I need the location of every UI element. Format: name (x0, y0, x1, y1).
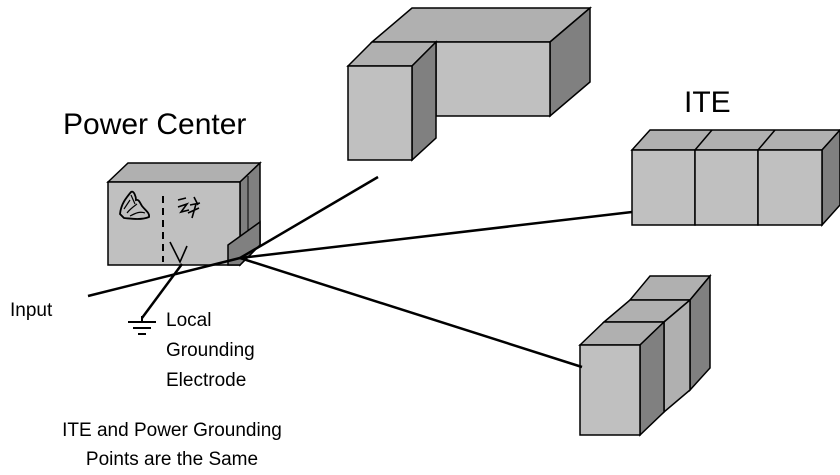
ground-conductor (140, 263, 184, 319)
transformer-winding-icon (169, 196, 201, 264)
cable-to-right-rack (239, 210, 633, 260)
caption-line-1: ITE and Power Grounding (62, 420, 282, 441)
power-center-unit (106, 161, 262, 267)
rack-right-module-1 (631, 149, 696, 226)
ite-cabinet-top (346, 6, 593, 162)
power-center-top (106, 162, 262, 183)
input-line (87, 256, 241, 298)
wiring (87, 175, 633, 369)
cable-to-bottom-stack (239, 256, 583, 369)
local-electrode-label-line-2: Grounding (166, 340, 255, 361)
rack-right-top (630, 129, 840, 151)
cabinet-top-rear-front (435, 41, 551, 117)
stack-front-face (579, 344, 641, 436)
caption-line-2: Points are the Same (86, 449, 258, 470)
cable-to-top-cabinet (239, 175, 379, 260)
power-center-label: Power Center (63, 108, 246, 141)
local-electrode-label-line-3: Electrode (166, 370, 246, 391)
cabinet-top-front-front (347, 65, 413, 161)
ite-label: ITE (684, 86, 731, 119)
local-electrode-label-line-1: Local (166, 310, 211, 331)
ite-stack-bottom (578, 273, 712, 437)
rack-right-module-3 (757, 149, 823, 226)
ground-symbol-icon (128, 316, 156, 335)
input-label: Input (10, 300, 53, 321)
rack-right-module-2 (694, 149, 759, 226)
ite-rack-right (630, 128, 840, 227)
power-center-front (107, 181, 241, 266)
surge-symbol-icon (119, 190, 151, 220)
